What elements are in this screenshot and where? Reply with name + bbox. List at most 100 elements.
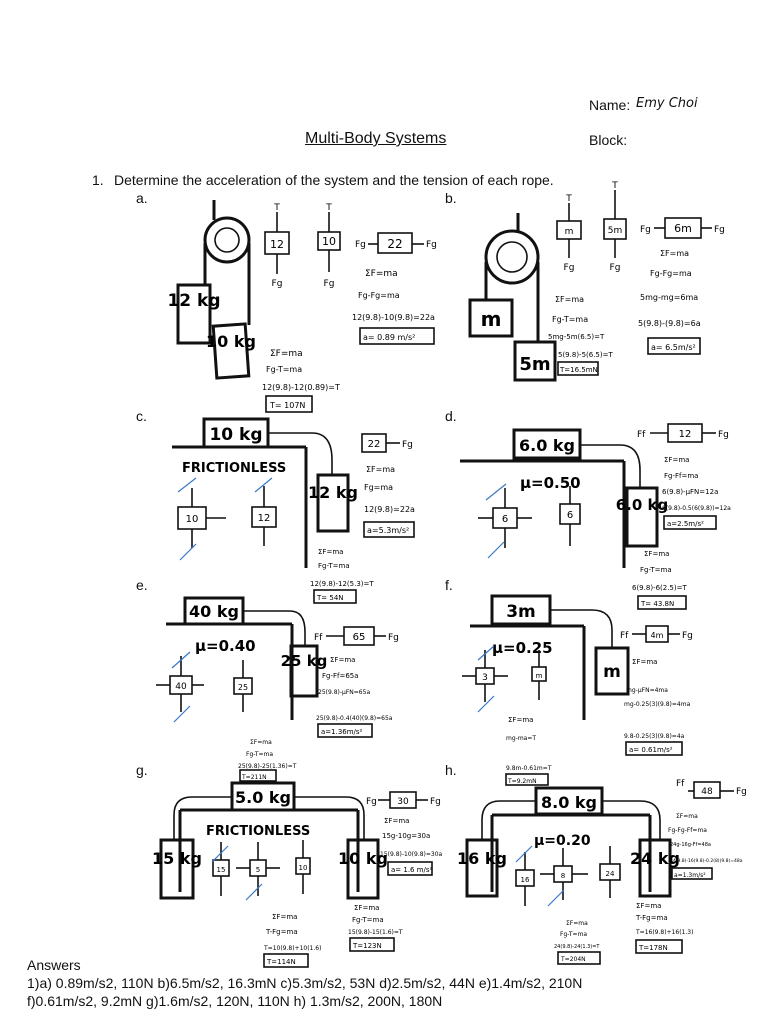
h-fbd3: 24 <box>606 870 615 878</box>
h-tension2: T=204N <box>560 956 586 963</box>
page-title: Multi-Body Systems <box>305 130 447 147</box>
g-eq3-1: Fg-T=ma <box>352 916 384 924</box>
c-accel: a=5.3m/s² <box>367 526 409 535</box>
e-eq2-2: 25(9.8)-25(1.36)=T <box>238 763 297 770</box>
h-sys: 48 <box>701 787 713 797</box>
d-sys: 12 <box>679 429 692 440</box>
a-mass2: 10 kg <box>206 332 256 351</box>
h-eq3-2: 24(9.8)-24(1.3)=T <box>554 944 600 950</box>
e-hang: 25 kg <box>281 652 328 670</box>
f-top: 3m <box>506 602 536 622</box>
g-eq3-2: 15(9.8)-15(1.6)=T <box>348 929 403 936</box>
g-tension2: T=123N <box>352 942 382 950</box>
g-right: 10 kg <box>338 849 388 868</box>
svg-text:Fg: Fg <box>388 633 399 643</box>
c-eq2-0: ΣF=ma <box>318 548 343 556</box>
name-value: Emy Choi <box>636 96 698 111</box>
a-eq2-2: 12(9.8)-12(0.89)=T <box>262 383 340 392</box>
part-a-diagram: 12 kg 10 kg 12 T Fg 10 T Fg Fg 22 Fg <box>167 200 437 380</box>
part-b-diagram: m 5m m T Fg 5m T Fg Fg 6m Fg <box>468 181 725 382</box>
svg-text:Fg: Fg <box>402 440 413 450</box>
f-eq2-1: mg-ma=T <box>506 735 536 742</box>
b-eq0: ΣF=ma <box>660 249 689 258</box>
g-eq2-0: ΣF=ma <box>272 913 297 921</box>
a-eq1: Fg-Fg=ma <box>358 291 400 300</box>
svg-text:Fg: Fg <box>324 279 335 289</box>
part-e-diagram: 40 kg 25 kg μ=0.40 40 25 Ff 65 Fg <box>156 596 399 723</box>
part-g-label: g. <box>136 762 148 778</box>
g-top: 5.0 kg <box>235 788 291 807</box>
h-eq3-0: ΣF=ma <box>566 920 588 927</box>
question-text: Determine the acceleration of the system… <box>114 172 554 188</box>
a-tension: T= 107N <box>269 401 305 410</box>
d-accel: a=2.5m/s² <box>667 520 704 528</box>
svg-text:Fg: Fg <box>718 430 729 440</box>
b-accel: a= 6.5m/s² <box>651 343 696 352</box>
e-top: 40 kg <box>189 602 239 621</box>
e-accel: a=1.36m/s² <box>321 728 363 736</box>
svg-text:Fg: Fg <box>714 225 725 235</box>
f-tension: T=9.2mN <box>507 778 537 785</box>
f-sys: 4m <box>651 631 664 640</box>
a-accel: a= 0.89 m/s² <box>363 333 415 342</box>
a-fbd2: 10 <box>322 235 336 248</box>
question-number: 1. <box>92 172 104 188</box>
f-fbd2: m <box>536 672 543 680</box>
e-eq2: 25(9.8)-μFN=65a <box>318 689 370 696</box>
part-a-label: a. <box>136 190 148 206</box>
d-fbd1: 6 <box>502 514 508 525</box>
f-eq2: mg-0.25(3)(9.8)=4ma <box>624 701 691 708</box>
c-eq2-1: Fg-T=ma <box>318 562 350 570</box>
h-eq2: 24g-16g-Ff=48a <box>670 842 711 848</box>
c-eq0: ΣF=ma <box>366 465 395 474</box>
b-fbd2: 5m <box>608 226 623 236</box>
b-fbd1: m <box>565 227 574 237</box>
d-top: 6.0 kg <box>519 436 575 455</box>
h-eq1: Fg-Fg-Ff=ma <box>668 827 707 834</box>
d-eq2-0: ΣF=ma <box>644 550 669 558</box>
c-top: 10 kg <box>209 425 262 445</box>
a-eq0: ΣF=ma <box>365 269 398 279</box>
svg-text:Fg: Fg <box>426 240 437 250</box>
h-tension: T=178N <box>638 944 668 952</box>
b-eq3: 5(9.8)-(9.8)=6a <box>638 319 701 328</box>
b-eq2: 5mg-mg=6ma <box>640 293 698 302</box>
svg-text:T: T <box>325 203 332 213</box>
c-eq2: 12(9.8)=22a <box>364 505 415 514</box>
h-eq2-1: T-Fg=ma <box>635 914 668 922</box>
part-f-label: f. <box>445 577 453 593</box>
part-d-diagram: 6.0 kg 6.0 kg μ=0.50 6 6 Ff 12 Fg <box>460 423 729 568</box>
g-fbd2: 5 <box>256 866 260 874</box>
g-fbd3: 10 <box>299 864 308 872</box>
g-fbd1: 15 <box>217 866 226 874</box>
d-eq0: ΣF=ma <box>664 456 689 464</box>
f-mu: μ=0.25 <box>492 639 553 657</box>
d-eq2-2: 6(9.8)-6(2.5)=T <box>632 584 687 592</box>
e-mu: μ=0.40 <box>195 637 256 655</box>
part-f-diagram: 3m m μ=0.25 3 m Ff 4m Fg <box>462 594 693 720</box>
g-eq2: 15(9.8)-10(9.8)=30a <box>380 851 443 858</box>
svg-text:T: T <box>611 181 618 191</box>
g-eq0: ΣF=ma <box>384 817 409 825</box>
e-eq2-0: ΣF=ma <box>250 739 272 746</box>
a-eq2: 12(9.8)-10(9.8)=22a <box>352 313 435 322</box>
h-fbd1: 16 <box>521 876 530 884</box>
b-sys: 6m <box>674 222 692 235</box>
b-eq2-1: Fg-T=ma <box>552 315 588 324</box>
d-mu: μ=0.50 <box>520 474 581 492</box>
h-eq0: ΣF=ma <box>676 813 698 820</box>
part-d-label: d. <box>445 408 457 424</box>
g-accel: a= 1.6 m/s² <box>391 866 433 874</box>
b-tension: T=16.5mN <box>559 366 598 374</box>
g-eq1: 15g-10g=30a <box>382 832 430 840</box>
d-fbd2: 6 <box>567 510 573 521</box>
h-accel: a=1.3m/s² <box>674 872 706 879</box>
part-h-label: h. <box>445 762 457 778</box>
svg-text:Fg: Fg <box>610 263 621 273</box>
name-label: Name: <box>589 97 631 113</box>
h-eq2-2: T=16(9.8)+16(1.3) <box>635 929 693 936</box>
d-eq3: 6(9.8)-0.5(6(9.8))=12a <box>662 505 731 512</box>
e-eq1: Fg-Ff=65a <box>322 672 359 680</box>
answers-heading: Answers <box>27 957 81 973</box>
